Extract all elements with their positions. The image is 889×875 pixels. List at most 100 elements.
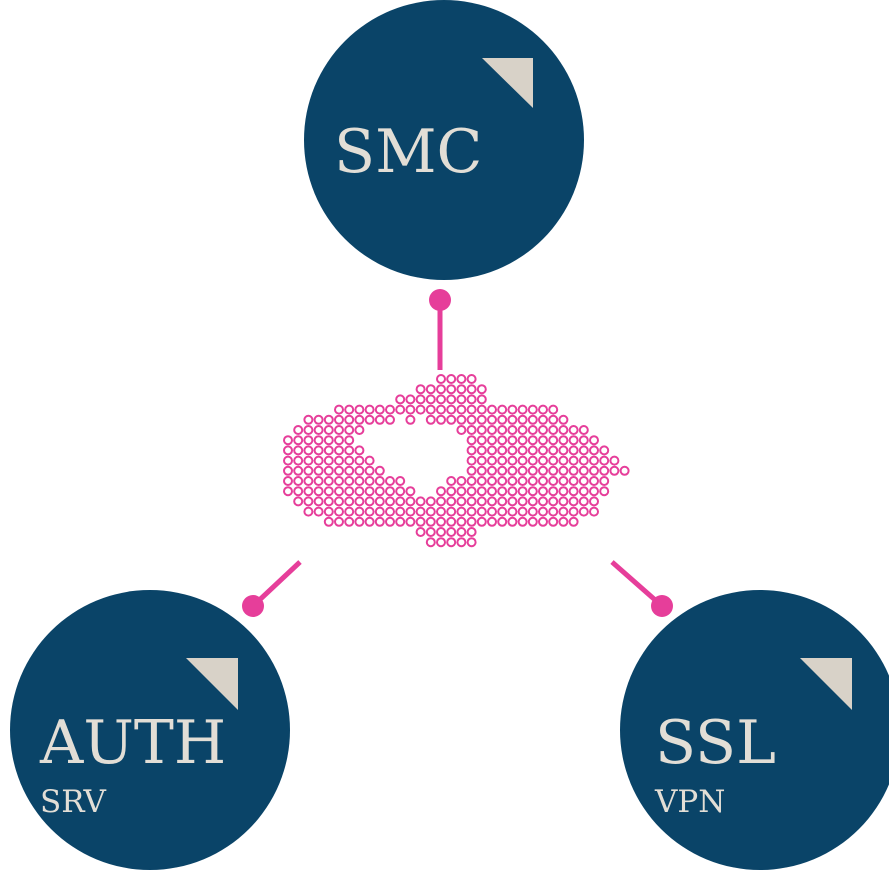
- cloud-dot: [364, 455, 375, 466]
- cloud-dot: [283, 476, 293, 486]
- cloud-dot: [293, 496, 304, 507]
- cloud-dot: [548, 414, 559, 425]
- cloud-dot: [374, 404, 385, 415]
- auth-label: AUTH: [39, 708, 226, 778]
- cloud-dot: [538, 455, 548, 466]
- cloud-dot: [578, 425, 589, 435]
- cloud-dot: [385, 476, 395, 486]
- cloud-dot: [456, 486, 467, 497]
- cloud-dot: [517, 435, 528, 446]
- cloud-dot: [568, 516, 579, 527]
- cloud-dot: [374, 414, 385, 425]
- cloud-dot: [589, 486, 599, 497]
- cloud-dot: [538, 506, 548, 517]
- cloud-dot: [303, 445, 314, 456]
- cloud-dot: [323, 455, 334, 466]
- cloud-dot: [548, 496, 559, 507]
- cloud-dot: [497, 404, 508, 415]
- cloud-dot: [487, 445, 497, 456]
- cloud-dot: [466, 496, 477, 507]
- cloud-dot: [446, 404, 457, 415]
- cloud-dot: [487, 425, 497, 435]
- cloud-dot: [395, 506, 406, 517]
- cloud-dot: [374, 496, 385, 507]
- cloud-dot: [436, 496, 446, 507]
- cloud-dot: [476, 516, 487, 527]
- cloud-dot: [548, 506, 559, 517]
- cloud-dot: [405, 496, 416, 507]
- cloud-dot: [548, 486, 559, 497]
- cloud-dot: [313, 445, 324, 456]
- cloud-dot: [456, 425, 467, 435]
- cloud-dot: [303, 506, 314, 517]
- cloud-dot: [344, 425, 355, 435]
- cloud-dot: [558, 496, 569, 507]
- node-smc: SMC: [304, 0, 584, 280]
- cloud-dot: [293, 425, 304, 435]
- cloud-dot: [354, 506, 365, 517]
- cloud-dot: [578, 465, 589, 476]
- cloud-dot: [334, 496, 344, 507]
- cloud-dot: [517, 425, 528, 435]
- cloud-dot: [476, 496, 487, 507]
- cloud-dot: [538, 476, 548, 486]
- cloud-dot: [466, 465, 477, 476]
- cloud-dot: [527, 486, 538, 497]
- cloud-dot: [374, 465, 385, 476]
- cloud-dot: [374, 506, 385, 517]
- cloud-dot: [303, 414, 314, 425]
- cloud-dot: [436, 537, 446, 548]
- cloud-dot: [538, 486, 548, 497]
- cloud-dot: [527, 496, 538, 507]
- cloud-dot: [589, 465, 599, 476]
- cloud-dot: [487, 516, 497, 527]
- cloud-dot: [466, 455, 477, 466]
- cloud-dot: [374, 516, 385, 527]
- cloud-dot: [344, 455, 355, 466]
- cloud-dot: [507, 465, 518, 476]
- cloud-dot: [487, 486, 497, 497]
- cloud-dot: [558, 476, 569, 486]
- cloud-dot: [599, 445, 610, 456]
- cloud-dot: [578, 455, 589, 466]
- cloud-dot: [517, 455, 528, 466]
- cloud-dot: [466, 394, 477, 405]
- cloud-dot: [395, 486, 406, 497]
- cloud-dot: [323, 486, 334, 497]
- cloud-dot: [548, 465, 559, 476]
- cloud-dot: [517, 445, 528, 456]
- cloud-dot: [568, 455, 579, 466]
- cloud-dot: [456, 374, 467, 384]
- corner-triangle-icon: [482, 58, 533, 108]
- cloud-dot: [344, 486, 355, 497]
- cloud-dot: [303, 465, 314, 476]
- cloud-dot: [313, 455, 324, 466]
- cloud-dot: [599, 455, 610, 466]
- cloud-dot: [487, 496, 497, 507]
- vpn-sublabel: VPN: [654, 784, 725, 820]
- cloud-dot: [283, 445, 293, 456]
- cloud-dot: [364, 404, 375, 415]
- cloud-dot: [405, 414, 416, 425]
- cloud-dot: [456, 384, 467, 395]
- cloud-dot: [558, 506, 569, 517]
- cloud-dot: [476, 394, 487, 405]
- cloud-dot: [446, 496, 457, 507]
- cloud-dot: [385, 516, 395, 527]
- cloud-dot: [364, 465, 375, 476]
- cloud-dot: [466, 384, 477, 395]
- cloud-dot: [415, 394, 426, 405]
- cloud-dot: [466, 425, 477, 435]
- cloud-dot: [334, 445, 344, 456]
- cloud-dot: [293, 486, 304, 497]
- cloud-dot: [507, 455, 518, 466]
- cloud-dot: [446, 414, 457, 425]
- cloud-dot: [548, 435, 559, 446]
- cloud-dot: [476, 506, 487, 517]
- cloud-dot: [334, 435, 344, 446]
- cloud-dot: [293, 435, 304, 446]
- cloud-dot: [517, 496, 528, 507]
- cloud-dot: [354, 414, 365, 425]
- cloud-dot: [466, 404, 477, 415]
